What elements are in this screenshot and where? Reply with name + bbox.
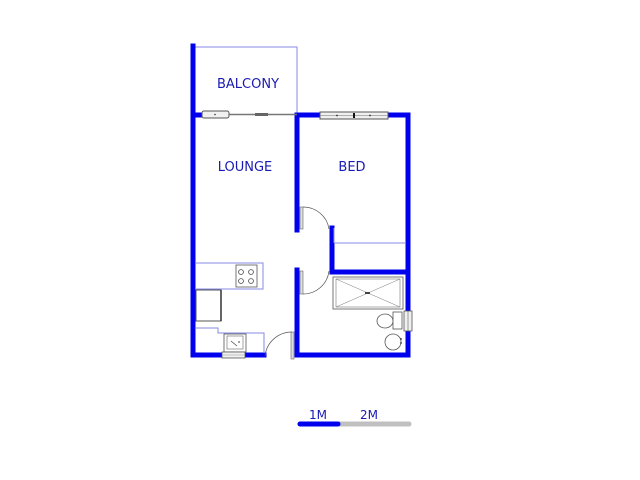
room-label-balcony: BALCONY xyxy=(217,77,279,92)
scale-label-1m: 1M xyxy=(309,408,327,422)
bath-icon xyxy=(332,276,404,310)
basin-icon xyxy=(384,333,402,351)
stove-icon xyxy=(235,264,258,288)
fridge-icon xyxy=(195,289,222,322)
bathroom-door xyxy=(299,270,330,295)
room-label-lounge: LOUNGE xyxy=(218,160,273,175)
bathroom-window xyxy=(403,310,413,332)
kitchen-window xyxy=(221,351,246,359)
room-label-bed: BED xyxy=(338,160,365,175)
balcony-outline xyxy=(193,46,298,114)
bedroom-door xyxy=(299,206,330,230)
toilet-icon xyxy=(376,311,403,330)
walls xyxy=(190,43,411,358)
scale-bar: 1M 2M xyxy=(297,408,412,427)
balcony-sliding-door xyxy=(201,110,297,119)
sink-icon xyxy=(223,333,247,353)
bed-window xyxy=(319,111,389,120)
scale-label-2m: 2M xyxy=(360,408,378,422)
kitchen-counter xyxy=(195,262,265,353)
entrance-door xyxy=(264,331,295,360)
